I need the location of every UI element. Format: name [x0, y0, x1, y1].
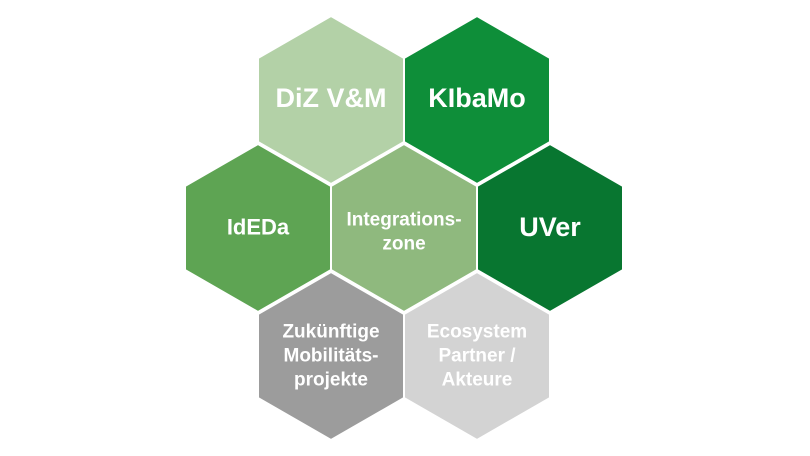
label-line: Partner / [438, 345, 516, 367]
hex-kibamo [403, 14, 551, 186]
label-line: Integrations- [346, 209, 462, 231]
hex-ecosystem-partner [403, 270, 551, 442]
label-line: projekte [294, 368, 368, 390]
label-kibamo: KIbaMo [428, 82, 526, 116]
hex-uver [476, 142, 624, 314]
label-uver: UVer [519, 211, 581, 245]
label-ecosystem-partner: Ecosystem Partner / Akteure [427, 320, 527, 391]
label-line: Ecosystem [426, 321, 528, 343]
label-line: Mobilitäts- [283, 345, 379, 367]
label-line: Akteure [441, 368, 513, 390]
label-line: zone [382, 233, 426, 254]
label-line: Zukünftige [282, 321, 380, 343]
label-integrationszone: Integrations- zone [346, 208, 461, 256]
label-diz-vm: DiZ V&M [276, 82, 387, 116]
label-line: IdEDa [226, 214, 290, 240]
label-zukuenftige-mobilitaetsprojekte: Zukünftige Mobilitäts- projekte [282, 320, 379, 391]
label-line: KIbaMo [428, 83, 526, 114]
label-line: UVer [519, 212, 581, 243]
label-line: DiZ V&M [275, 83, 387, 114]
label-ideda: IdEDa [227, 213, 289, 241]
